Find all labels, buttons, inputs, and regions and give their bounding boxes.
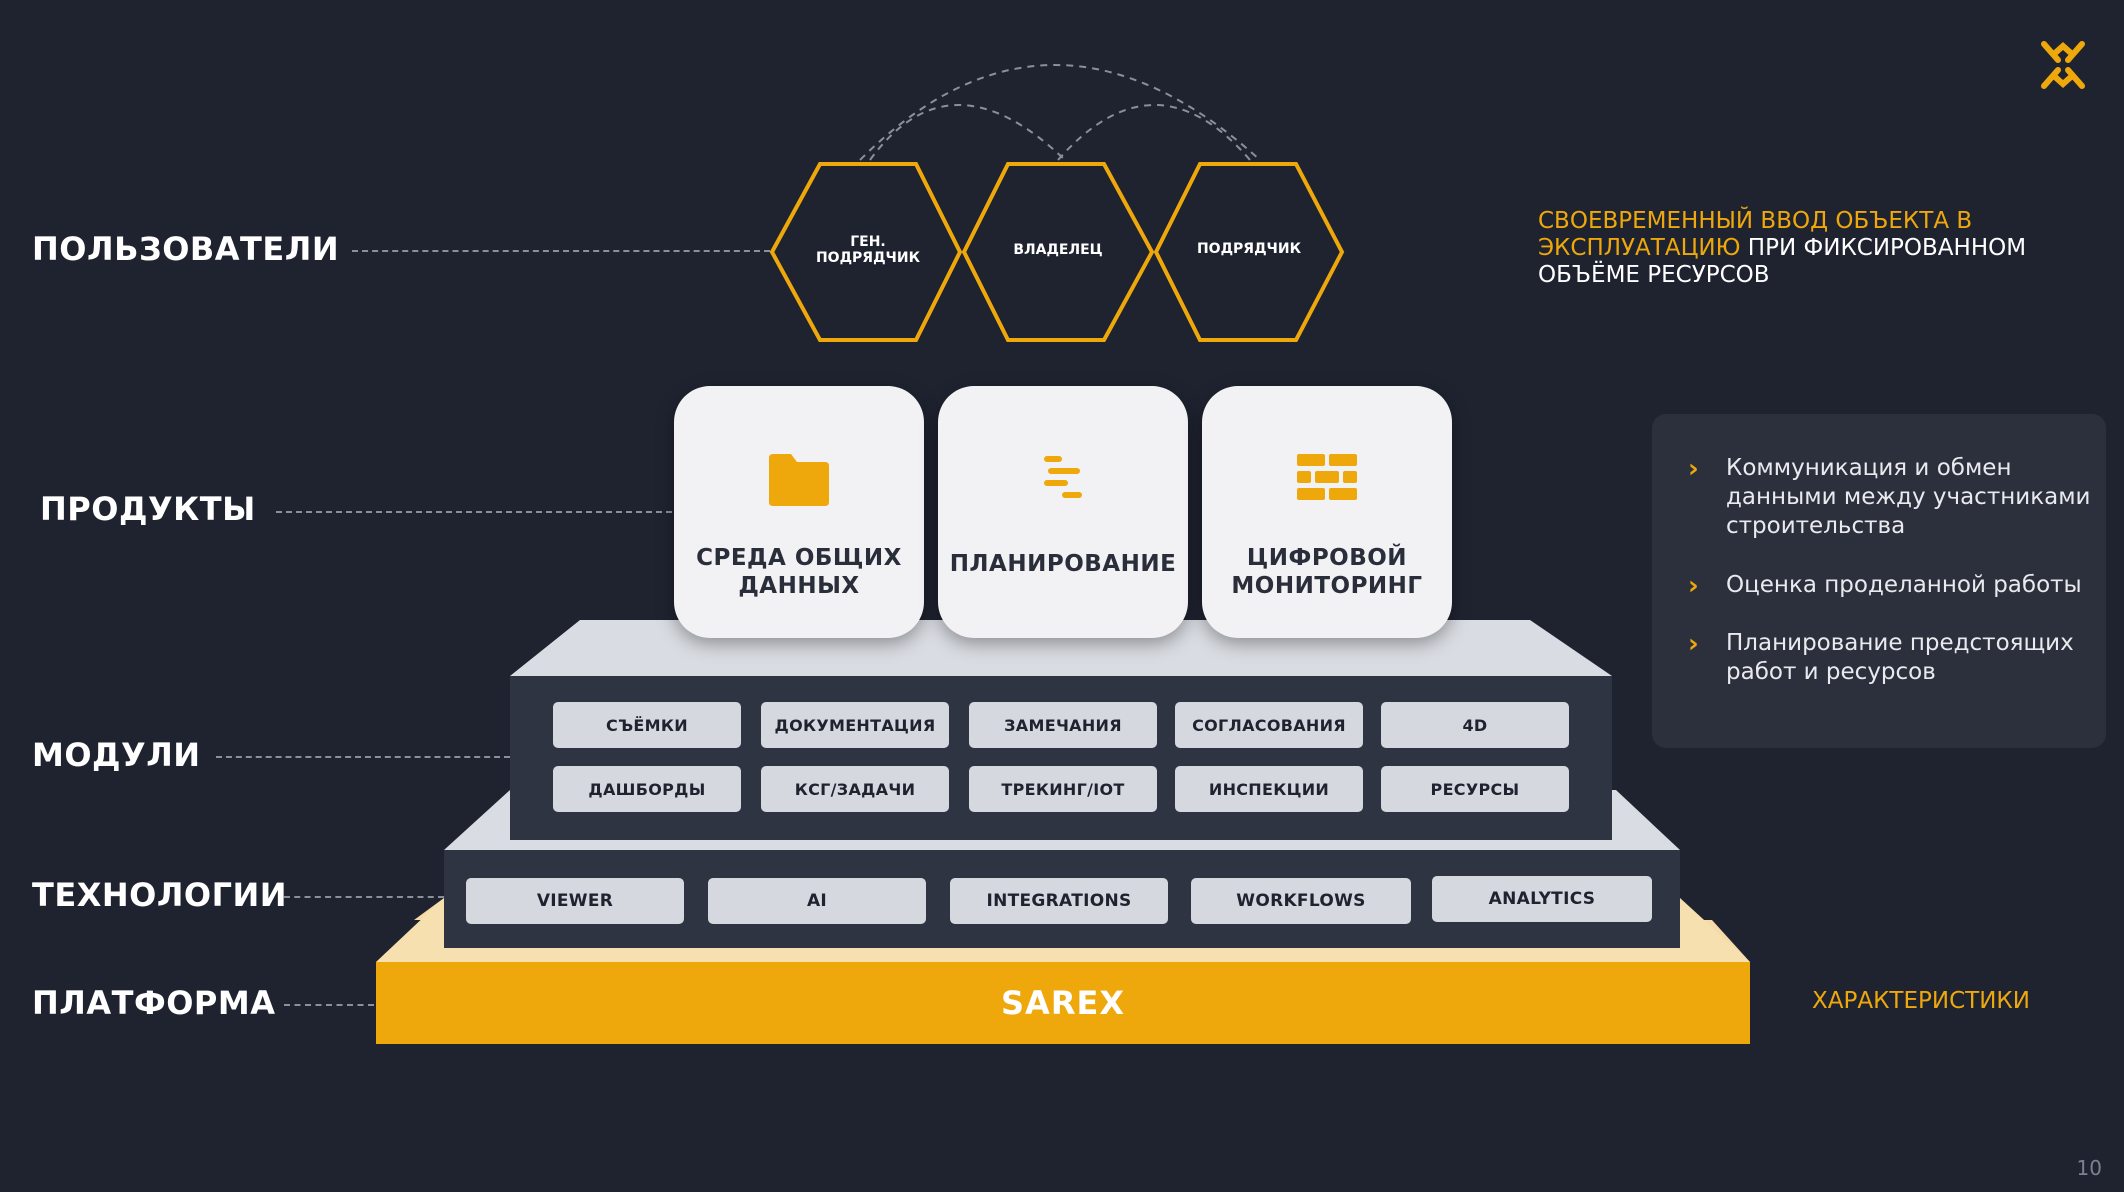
value-proposition-rest: ПРИ ФИКСИРОВАННОМ ОБЪЁМЕ РЕСУРСОВ (1538, 235, 2027, 288)
layer-label-modules: МОДУЛИ (32, 736, 201, 774)
chevron-right-icon: › (1688, 571, 1699, 601)
brick-wall-icon (1297, 454, 1357, 500)
product-card-monitoring[interactable]: ЦИФРОВОЙ МОНИТОРИНГ (1202, 386, 1452, 638)
product-title-cde-line2: ДАННЫХ (738, 573, 860, 599)
tech-integrations[interactable]: INTEGRATIONS (950, 878, 1168, 924)
feature-item-progress: Оценка проделанной работы (1726, 572, 2082, 598)
feature-item-planning: Планирование предстоящих работ и ресурсо… (1726, 630, 2074, 685)
products-connector (276, 511, 672, 513)
tech-analytics[interactable]: ANALYTICS (1432, 876, 1652, 922)
user-owner-label: ВЛАДЕЛЕЦ (1013, 242, 1103, 258)
layer-label-products: ПРОДУКТЫ (40, 490, 256, 528)
logo-x-icon (2041, 41, 2085, 89)
platform-sarex[interactable]: SAREX (376, 962, 1750, 1044)
module-tracking-iot[interactable]: ТРЕКИНГ/IOT (969, 766, 1157, 812)
user-owner[interactable]: ВЛАДЕЛЕЦ (983, 242, 1133, 258)
page-number: 10 (2076, 1156, 2102, 1180)
chevron-right-icon: › (1688, 454, 1699, 484)
module-4d[interactable]: 4D (1381, 702, 1569, 748)
product-title-planning: ПЛАНИРОВАНИЕ (938, 550, 1188, 578)
product-title-monitoring: ЦИФРОВОЙ МОНИТОРИНГ (1202, 544, 1452, 600)
module-surveys[interactable]: СЪЁМКИ (553, 702, 741, 748)
users-connector (352, 250, 770, 252)
user-gen-contractor-line2: ПОДРЯДЧИК (815, 250, 921, 266)
module-approvals[interactable]: СОГЛАСОВАНИЯ (1175, 702, 1363, 748)
module-inspections[interactable]: ИНСПЕКЦИИ (1175, 766, 1363, 812)
platform-connector (284, 1004, 374, 1006)
layer-label-users: ПОЛЬЗОВАТЕЛИ (32, 230, 340, 268)
user-contractor[interactable]: ПОДРЯДЧИК (1174, 241, 1324, 257)
value-proposition-accent: СВОЕВРЕМЕННЫЙ ВВОД ОБЪЕКТА В ЭКСПЛУАТАЦИ… (1538, 208, 1973, 261)
user-gen-contractor[interactable]: ГЕН. ПОДРЯДЧИК (793, 234, 943, 266)
hexagon-owner (961, 162, 1155, 342)
folder-icon (769, 454, 829, 506)
tech-workflows[interactable]: WORKFLOWS (1191, 878, 1411, 924)
product-title-monitoring-line1: ЦИФРОВОЙ (1246, 545, 1408, 571)
characteristics-link[interactable]: ХАРАКТЕРИСТИКИ (1812, 988, 2030, 1014)
product-title-cde-line1: СРЕДА ОБЩИХ (696, 545, 902, 571)
tech-viewer[interactable]: VIEWER (466, 878, 684, 924)
chevron-right-icon: › (1688, 629, 1699, 659)
feature-item-communication: Коммуникация и обмен данными между участ… (1726, 455, 2091, 539)
user-gen-contractor-line1: ГЕН. (850, 234, 886, 250)
hexagon-gen-contractor (769, 162, 963, 342)
user-contractor-label: ПОДРЯДЧИК (1196, 241, 1302, 257)
gantt-icon (1044, 456, 1082, 498)
module-schedule-tasks[interactable]: КСГ/ЗАДАЧИ (761, 766, 949, 812)
tech-ai[interactable]: AI (708, 878, 926, 924)
users-hexagons (769, 162, 1345, 342)
layer-label-technologies: ТЕХНОЛОГИИ (32, 876, 288, 914)
hexagon-contractor (1153, 162, 1345, 342)
layer-label-platform: ПЛАТФОРМА (32, 984, 276, 1022)
module-dashboards[interactable]: ДАШБОРДЫ (553, 766, 741, 812)
product-card-cde[interactable]: СРЕДА ОБЩИХ ДАННЫХ (674, 386, 924, 638)
module-documentation[interactable]: ДОКУМЕНТАЦИЯ (761, 702, 949, 748)
module-issues[interactable]: ЗАМЕЧАНИЯ (969, 702, 1157, 748)
product-title-planning-line1: ПЛАНИРОВАНИЕ (949, 551, 1177, 577)
product-card-planning[interactable]: ПЛАНИРОВАНИЕ (938, 386, 1188, 638)
module-resources[interactable]: РЕСУРСЫ (1381, 766, 1569, 812)
user-relations-arcs (859, 64, 1261, 161)
features-panel: › Коммуникация и обмен данными между уча… (1652, 414, 2106, 748)
modules-connector (216, 756, 510, 758)
product-title-monitoring-line2: МОНИТОРИНГ (1231, 573, 1423, 599)
product-title-cde: СРЕДА ОБЩИХ ДАННЫХ (674, 544, 924, 600)
technologies-connector (284, 896, 444, 898)
value-proposition: СВОЕВРЕМЕННЫЙ ВВОД ОБЪЕКТА В ЭКСПЛУАТАЦИ… (1538, 208, 2058, 289)
